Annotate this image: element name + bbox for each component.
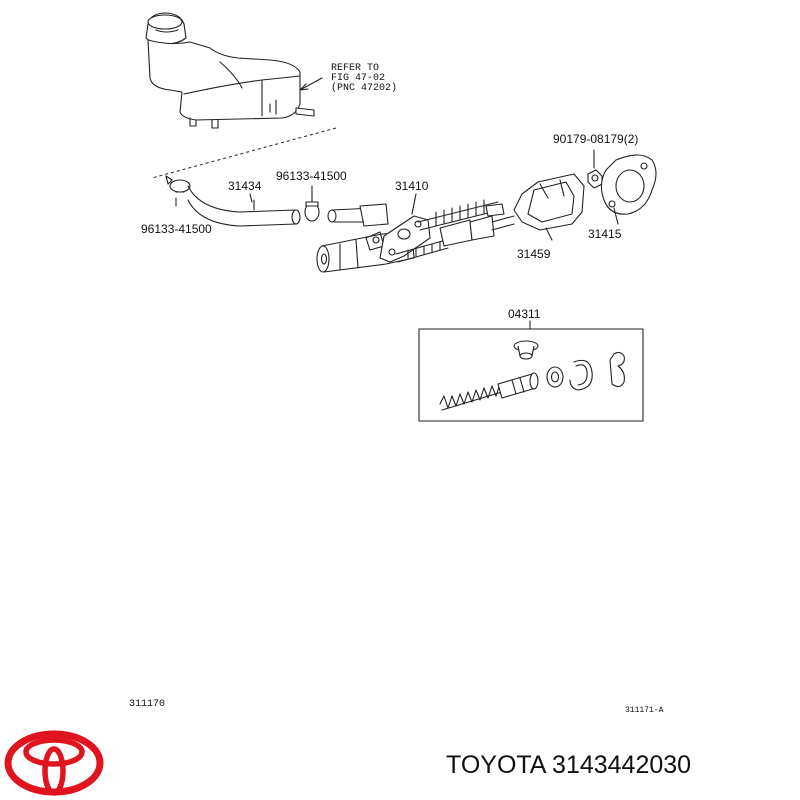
label-clip-left: 96133-41500: [141, 222, 212, 236]
hose: [187, 185, 301, 227]
label-boot-bracket: 31459: [517, 247, 551, 261]
toyota-logo: [4, 730, 104, 796]
label-repair-kit: 04311: [508, 307, 541, 321]
hose-clip-left: [165, 175, 191, 207]
diagram-code-left: 311170: [129, 699, 165, 710]
logo-horizontal-oval: [23, 737, 85, 767]
master-cylinder: [316, 199, 515, 273]
diagram-code-right: 311171-A: [625, 706, 664, 715]
brand-caption: TOYOTA 3143442030: [446, 751, 691, 779]
label-nut: 90179-08179(2): [553, 132, 638, 146]
label-master-cylinder: 31410: [395, 179, 429, 193]
connection-line: [151, 127, 337, 179]
label-hose: 31434: [228, 179, 262, 193]
nut: [587, 149, 603, 189]
label-clip-right: 96133-41500: [276, 169, 347, 183]
reference-note-line-3: (PNC 47202): [331, 82, 397, 94]
reference-note-line-2: FIG 47-02: [331, 73, 385, 84]
boot-bracket: [513, 173, 585, 241]
reference-note-line-1: REFER TO: [331, 63, 379, 74]
leader-master-cylinder: [411, 193, 417, 215]
reservoir-tank: [145, 12, 323, 129]
leader-hose: [249, 193, 253, 203]
logo-vertical-oval: [42, 746, 66, 796]
label-gasket: 31415: [588, 227, 622, 241]
gasket: [600, 154, 657, 225]
hose-clip-right: [304, 185, 320, 222]
repair-kit-parts: [439, 340, 625, 411]
